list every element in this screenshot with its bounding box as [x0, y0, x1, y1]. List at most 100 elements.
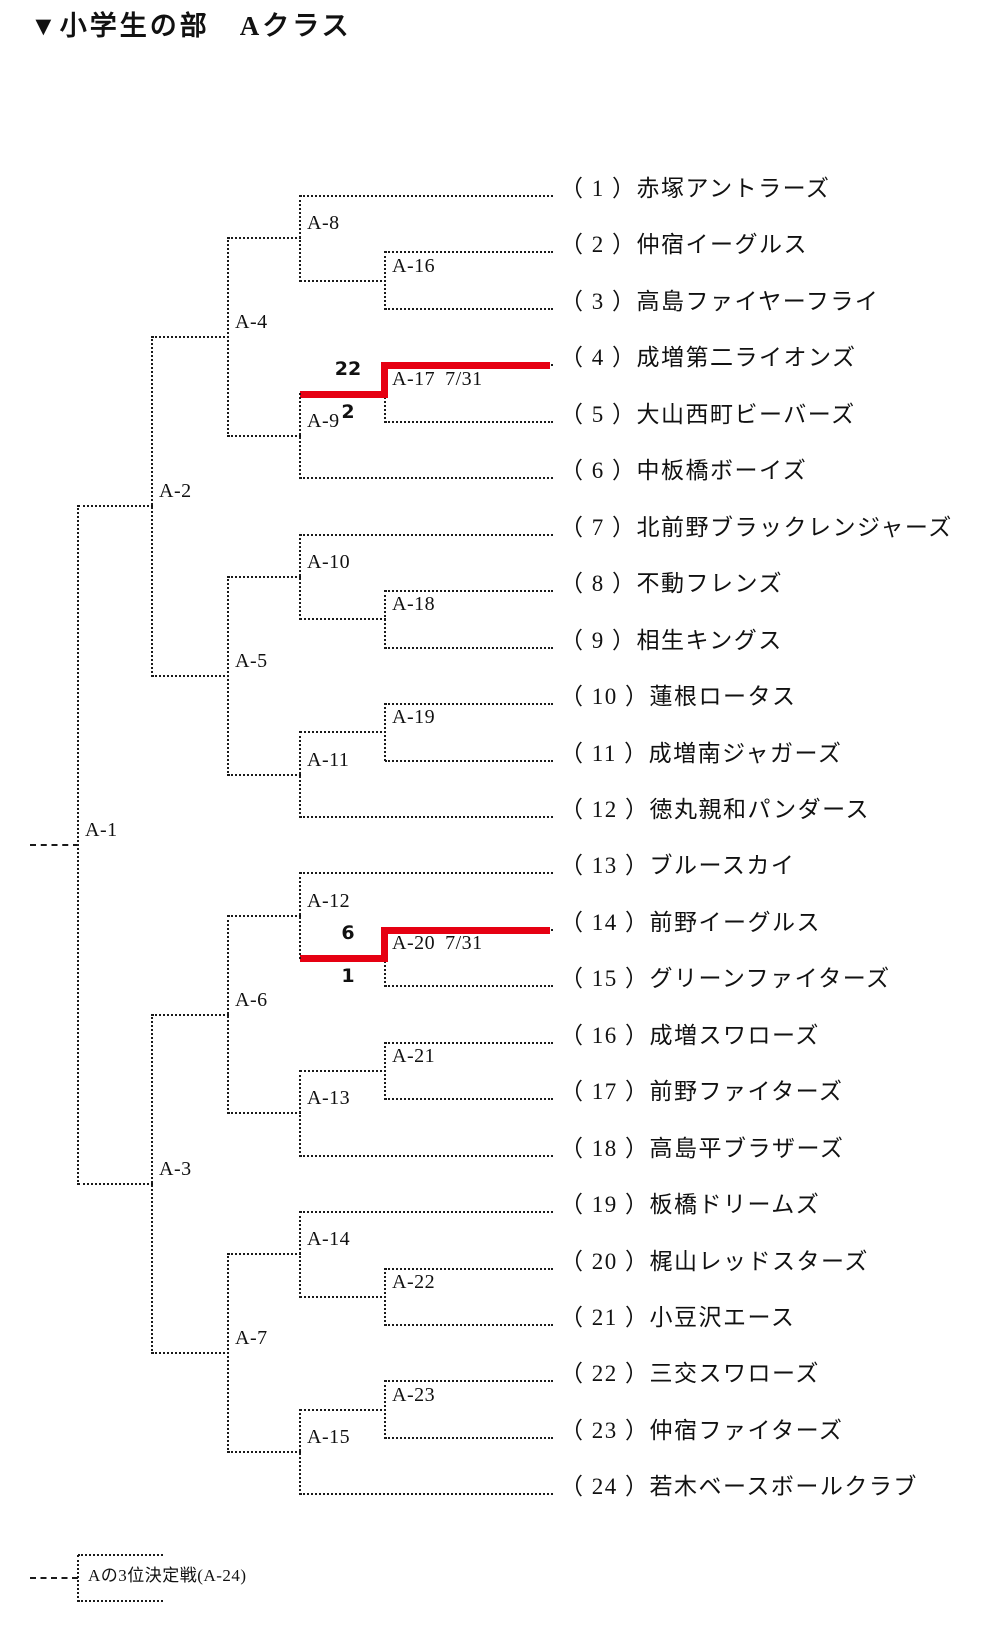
team-seed: 4 [591, 345, 605, 371]
seed-open-paren: （ [560, 966, 592, 992]
third-place-line-bottom [78, 1600, 163, 1602]
team-seed: 7 [591, 514, 605, 540]
match-advance-line-A-19 [300, 731, 386, 734]
match-advance-line-A-4 [152, 336, 229, 339]
team-seed: 18 [591, 1135, 618, 1161]
seed-close-paren: ） [604, 571, 637, 597]
third-place-stub-line [30, 1577, 78, 1579]
team-name: 前野イーグルス [649, 909, 821, 935]
match-label-A-22: A-22 [392, 1271, 435, 1294]
team-seed: 16 [591, 1022, 618, 1048]
seed-close-paren: ） [617, 684, 650, 710]
team-seed: 5 [591, 401, 605, 427]
match-advance-line-A-15 [228, 1451, 301, 1453]
match-advance-line-A-11 [228, 773, 301, 776]
team-entry: （ 3 ）高島ファイヤーフライ [560, 282, 879, 316]
team-name: ブルースカイ [649, 853, 796, 879]
match-label-A-11: A-11 [307, 749, 349, 772]
team-name: 赤塚アントラーズ [636, 176, 831, 201]
page-title: ▼小学生の部 Aクラス [30, 11, 352, 41]
seed-close-paren: ） [617, 1361, 650, 1387]
match-advance-line-A-10 [228, 576, 301, 579]
team-name: 北前野ブラックレンジャーズ [636, 514, 953, 540]
match-label-A-14: A-14 [307, 1228, 350, 1251]
match-advance-line-A-12 [228, 914, 301, 917]
match-advance-line-A-5 [152, 674, 229, 677]
seed-open-paren: （ [560, 740, 592, 766]
team-seed: 3 [591, 288, 605, 314]
team-entry-line-2 [385, 251, 553, 254]
seed-close-paren: ） [604, 458, 637, 484]
team-entry: （ 12 ）徳丸親和パンダース [560, 790, 870, 824]
team-entry: （ 5 ）大山西町ビーバーズ [560, 395, 856, 429]
seed-open-paren: （ [560, 1079, 592, 1105]
seed-close-paren: ） [617, 1022, 650, 1048]
team-name: 中板橋ボーイズ [636, 458, 808, 484]
team-seed: 23 [591, 1417, 618, 1443]
team-name: 若木ベースボールクラブ [649, 1474, 918, 1500]
team-entry-line-20 [385, 1267, 553, 1270]
team-entry-line-10 [385, 703, 553, 706]
match-id: A-7 [235, 1327, 268, 1350]
team-entry-line-16 [385, 1041, 553, 1044]
third-place-line-top [78, 1554, 163, 1556]
winner-path-entry-A-17 [381, 362, 550, 370]
team-seed: 13 [591, 853, 618, 879]
third-place-connector [77, 1555, 79, 1602]
match-id: A-4 [235, 311, 268, 334]
team-entry-line-8 [385, 590, 553, 593]
team-seed: 22 [591, 1361, 618, 1387]
winner-path-advance-A-20 [300, 955, 388, 963]
seed-open-paren: （ [560, 1022, 592, 1048]
match-id: A-16 [392, 254, 436, 277]
match-id: A-13 [307, 1087, 351, 1110]
seed-close-paren: ） [617, 909, 650, 935]
seed-open-paren: （ [560, 796, 592, 822]
team-name: 梶山レッドスターズ [649, 1248, 869, 1274]
team-name: 成増南ジャガーズ [648, 740, 843, 766]
match-id: A-15 [307, 1426, 351, 1448]
seed-open-paren: （ [560, 1192, 592, 1218]
team-entry-line-22 [385, 1380, 553, 1383]
team-name: 小豆沢エース [649, 1305, 796, 1330]
match-id: A-5 [235, 649, 268, 672]
seed-close-paren: ） [617, 1417, 650, 1443]
team-seed: 15 [591, 966, 618, 992]
seed-close-paren: ） [604, 288, 637, 314]
team-seed: 6 [591, 458, 605, 484]
team-entry: （ 16 ）成増スワローズ [560, 1016, 820, 1050]
seed-open-paren: （ [560, 1135, 592, 1161]
team-entry-line-15 [385, 985, 553, 988]
team-name: 高島平ブラザーズ [649, 1135, 845, 1161]
team-seed: 10 [591, 684, 618, 710]
match-advance-line-A-23 [300, 1408, 386, 1411]
team-seed: 12 [591, 796, 618, 822]
team-entry: （ 19 ）板橋ドリームズ [560, 1185, 820, 1219]
team-entry: （ 23 ）仲宿ファイターズ [560, 1411, 843, 1445]
team-entry-line-11 [385, 759, 553, 762]
match-label-A-8: A-8 [307, 212, 340, 235]
match-advance-line-A-22 [300, 1295, 386, 1298]
seed-close-paren: ） [617, 1135, 650, 1161]
seed-close-paren: ） [617, 796, 650, 822]
team-entry: （ 17 ）前野ファイターズ [560, 1072, 843, 1106]
seed-close-paren: ） [604, 345, 637, 371]
seed-open-paren: （ [560, 909, 592, 935]
match-advance-line-A-8 [228, 237, 301, 240]
seed-open-paren: （ [560, 345, 592, 371]
team-entry: （ 2 ）仲宿イーグルス [560, 225, 808, 259]
team-entry: （ 4 ）成増第二ライオンズ [560, 338, 857, 372]
match-advance-line-A-6 [152, 1013, 229, 1016]
team-entry-line-5 [385, 420, 553, 423]
seed-open-paren: （ [560, 1417, 592, 1443]
seed-open-paren: （ [560, 401, 592, 427]
match-id: A-23 [392, 1383, 436, 1406]
winner-path-connector-A-17 [381, 362, 388, 398]
team-entry: （ 10 ）蓮根ロータス [560, 677, 797, 711]
team-entry-line-24 [300, 1493, 553, 1496]
match-label-A-15: A-15 [307, 1426, 350, 1449]
team-entry: （ 24 ）若木ベースボールクラブ [560, 1467, 918, 1501]
match-label-A-13: A-13 [307, 1087, 350, 1110]
